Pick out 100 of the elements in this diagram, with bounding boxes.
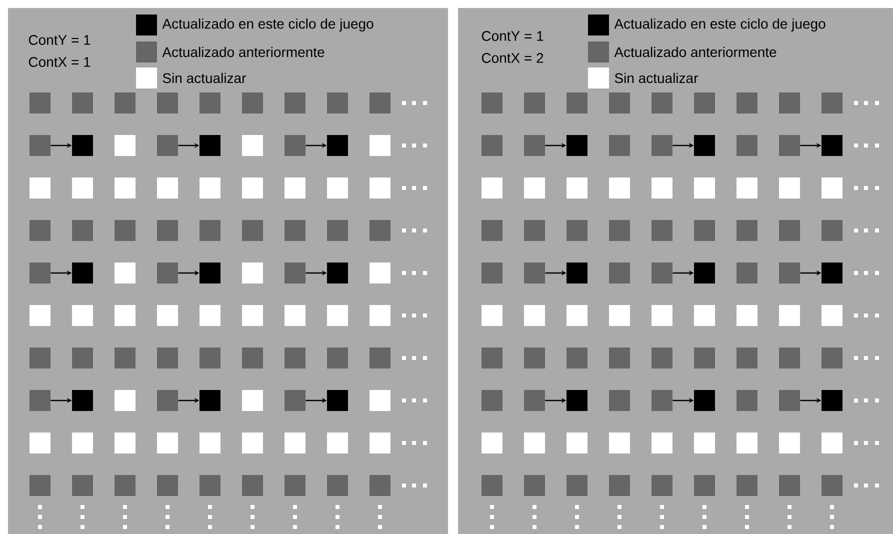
square xyxy=(200,390,220,411)
square xyxy=(566,220,588,241)
square xyxy=(482,347,502,368)
square xyxy=(694,220,715,241)
square xyxy=(30,134,50,156)
square xyxy=(114,178,136,198)
square xyxy=(284,390,306,411)
square xyxy=(652,474,672,496)
square xyxy=(652,262,672,284)
square xyxy=(566,390,588,411)
legend-label: Sin actualizar xyxy=(162,72,246,84)
square xyxy=(327,432,348,454)
square xyxy=(779,474,800,496)
legend-label: Actualizado en este ciclo de juego xyxy=(614,18,826,32)
square xyxy=(242,134,263,156)
square xyxy=(482,178,502,198)
square xyxy=(566,178,588,198)
square xyxy=(736,347,758,368)
square xyxy=(736,220,758,241)
square xyxy=(284,262,306,284)
square xyxy=(30,474,50,496)
square xyxy=(30,92,50,114)
square xyxy=(822,134,842,156)
square xyxy=(114,347,136,368)
square xyxy=(779,304,800,326)
legend-label: Actualizado en este ciclo de juego xyxy=(162,18,374,32)
square xyxy=(482,262,502,284)
square xyxy=(72,92,93,114)
square xyxy=(566,474,588,496)
square xyxy=(779,432,800,454)
square xyxy=(652,390,672,411)
square xyxy=(242,304,263,326)
square xyxy=(200,220,220,241)
square xyxy=(327,134,348,156)
square xyxy=(370,178,390,198)
square xyxy=(157,347,178,368)
square xyxy=(114,432,136,454)
square xyxy=(524,390,545,411)
square xyxy=(524,474,545,496)
square xyxy=(652,92,672,114)
square xyxy=(157,134,178,156)
square xyxy=(284,304,306,326)
square xyxy=(609,432,630,454)
square xyxy=(72,134,93,156)
square xyxy=(566,432,588,454)
square xyxy=(284,347,306,368)
square xyxy=(609,474,630,496)
square xyxy=(822,178,842,198)
square xyxy=(370,432,390,454)
square xyxy=(694,178,715,198)
square xyxy=(822,347,842,368)
square xyxy=(822,304,842,326)
square xyxy=(114,92,136,114)
square xyxy=(736,178,758,198)
square xyxy=(609,304,630,326)
square xyxy=(566,262,588,284)
square xyxy=(242,262,263,284)
square xyxy=(327,304,348,326)
square xyxy=(200,432,220,454)
square xyxy=(242,178,263,198)
square xyxy=(72,390,93,411)
square xyxy=(30,262,50,284)
square xyxy=(200,262,220,284)
square xyxy=(482,390,502,411)
square xyxy=(736,262,758,284)
square xyxy=(114,474,136,496)
square xyxy=(694,347,715,368)
counter-label: ContX = 1 xyxy=(28,57,90,67)
square xyxy=(30,178,50,198)
square xyxy=(284,134,306,156)
square xyxy=(482,432,502,454)
square xyxy=(157,432,178,454)
square xyxy=(370,347,390,368)
square xyxy=(30,432,50,454)
square xyxy=(157,92,178,114)
square xyxy=(157,178,178,198)
square xyxy=(652,432,672,454)
square xyxy=(72,474,93,496)
square xyxy=(30,220,50,241)
square xyxy=(736,432,758,454)
square xyxy=(114,390,136,411)
legend-label: Actualizado anteriormente xyxy=(162,46,324,58)
square xyxy=(736,134,758,156)
square xyxy=(609,134,630,156)
square xyxy=(524,220,545,241)
square xyxy=(566,347,588,368)
square xyxy=(284,92,306,114)
square xyxy=(694,134,715,156)
square xyxy=(694,262,715,284)
square xyxy=(822,262,842,284)
square xyxy=(114,134,136,156)
square xyxy=(72,432,93,454)
square xyxy=(370,390,390,411)
square xyxy=(609,220,630,241)
square xyxy=(72,178,93,198)
square xyxy=(72,347,93,368)
square xyxy=(114,304,136,326)
square xyxy=(694,474,715,496)
square xyxy=(114,220,136,241)
square xyxy=(822,432,842,454)
